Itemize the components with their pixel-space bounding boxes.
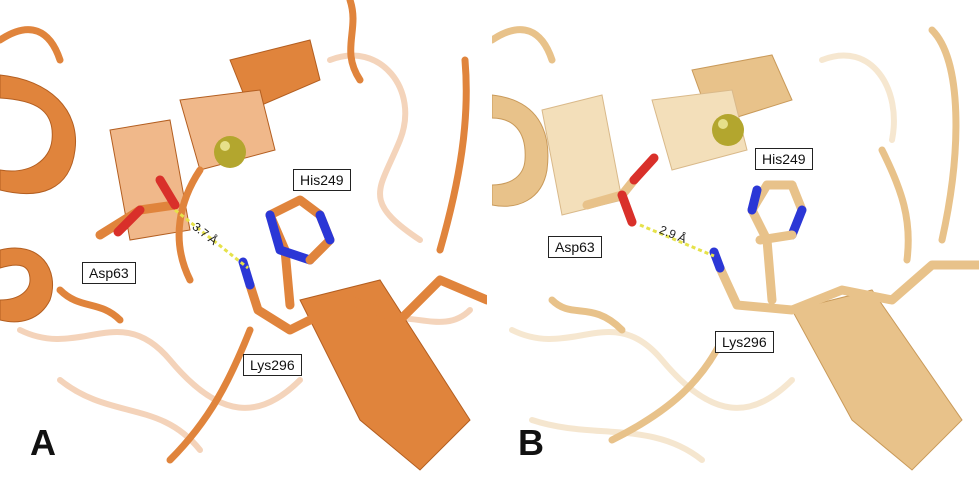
metal-ion-sphere: [712, 114, 744, 146]
panel-divider: [487, 0, 492, 484]
asp63-label: Asp63: [82, 262, 136, 284]
his249-label: His249: [293, 169, 351, 191]
protein-structure-a: [0, 0, 487, 471]
hydrogen-bond-line: [174, 208, 249, 270]
his249-label: His249: [755, 148, 813, 170]
panel-a: Asp63 His249 Lys296 3.7 Å A: [0, 0, 487, 484]
lys296-label: Lys296: [715, 331, 774, 353]
metal-ion-sphere: [214, 136, 246, 168]
hydrogen-bond-line: [639, 223, 715, 258]
panel-label: B: [518, 422, 544, 463]
panel-label: A: [30, 422, 56, 463]
lys296-label: Lys296: [243, 354, 302, 376]
protein-structure-b: [492, 26, 979, 471]
panel-b: Asp63 His249 Lys296 2.9 Å B: [492, 0, 979, 484]
asp63-label: Asp63: [548, 236, 602, 258]
